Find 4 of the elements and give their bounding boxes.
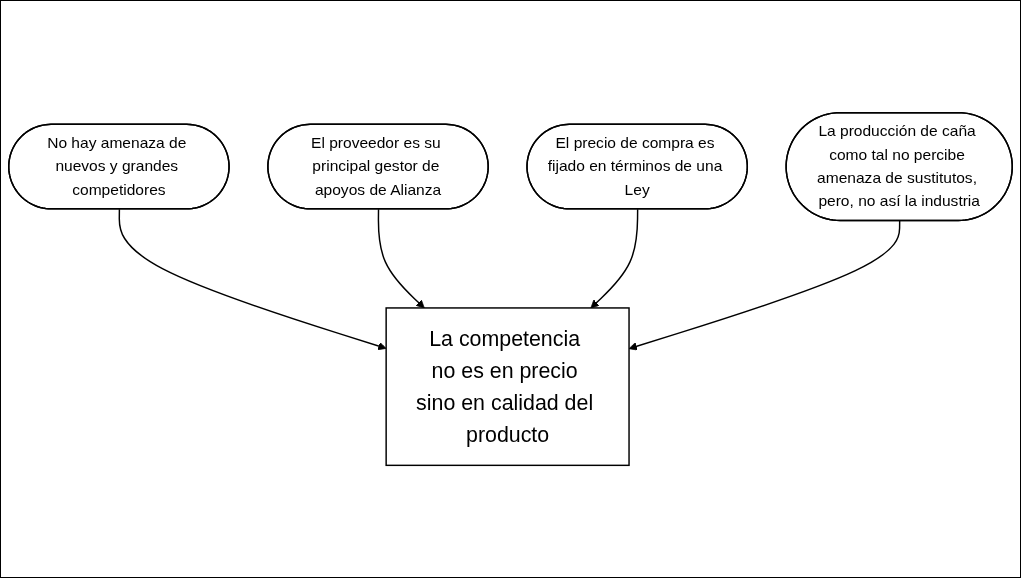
arrow: [118, 208, 387, 351]
node-box: La competencia no es en precio sino en calidad del producto: [385, 307, 630, 467]
arrow: [377, 208, 425, 309]
arrow: [590, 208, 639, 309]
